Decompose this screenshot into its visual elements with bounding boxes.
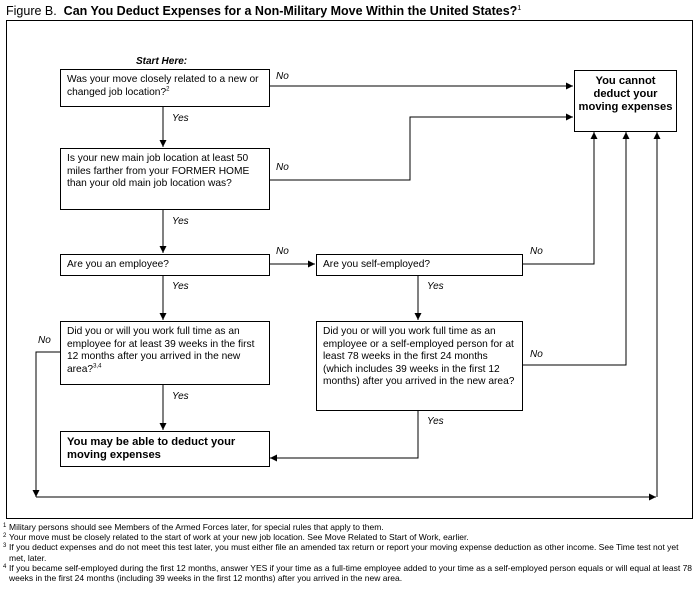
connector-q4-no	[522, 132, 598, 265]
label-no-q2: No	[276, 162, 289, 173]
footnote-number: 1	[3, 523, 7, 529]
label-yes-q2: Yes	[172, 216, 189, 227]
question-employee: Are you an employee?	[60, 254, 270, 276]
title-footnote-ref: 1	[517, 4, 522, 12]
connector-q6-no	[522, 132, 630, 366]
label-no-q3: No	[276, 246, 289, 257]
question-distance-test: Is your new main job location at least 5…	[60, 148, 270, 210]
footnote-text: Your move must be closely related to the…	[9, 532, 469, 543]
figure-title: Figure B. Can You Deduct Expenses for a …	[6, 4, 521, 18]
label-no-q5: No	[38, 335, 51, 346]
question-self-employed: Are you self-employed?	[316, 254, 523, 276]
footnote-text: Military persons should see Members of t…	[9, 522, 384, 532]
result-can-deduct: You may be able to deduct your moving ex…	[60, 431, 270, 467]
result-can-deduct-text: You may be able to deduct your moving ex…	[67, 436, 236, 461]
connector-q6-yes	[270, 410, 419, 462]
question-job-related-ref: 2	[166, 86, 170, 93]
result-cannot-deduct-text: You cannot deduct your moving expenses	[578, 75, 673, 113]
label-yes-q1: Yes	[172, 113, 189, 124]
label-no-q1: No	[276, 71, 289, 82]
label-no-q4: No	[530, 246, 543, 257]
question-job-related: Was your move closely related to a new o…	[60, 69, 270, 107]
label-yes-q5: Yes	[172, 391, 189, 402]
figure-label: Figure B.	[6, 4, 57, 18]
start-here-label: Start Here:	[136, 56, 188, 67]
connector-q5-no-left	[32, 351, 60, 497]
question-39-weeks-text: Did you or will you work full time as an…	[67, 326, 255, 375]
label-yes-q4: Yes	[427, 281, 444, 292]
question-78-weeks: Did you or will you work full time as an…	[316, 321, 523, 411]
question-distance-test-text: Is your new main job location at least 5…	[67, 153, 250, 190]
footnote-number: 3	[3, 543, 7, 550]
figure-title-text: Can You Deduct Expenses for a Non-Milita…	[63, 4, 518, 18]
footnote-number: 2	[3, 533, 7, 540]
question-39-weeks: Did you or will you work full time as an…	[60, 321, 270, 385]
question-78-weeks-text: Did you or will you work full time as an…	[323, 326, 515, 388]
question-self-employed-text: Are you self-employed?	[323, 259, 431, 270]
footnote-text: If you became self-employed during the f…	[9, 562, 693, 584]
question-39-weeks-ref: 3,4	[93, 363, 102, 370]
question-employee-text: Are you an employee?	[67, 259, 169, 270]
label-no-q6: No	[530, 349, 543, 360]
footnote-text: If you deduct expenses and do not meet t…	[9, 542, 679, 563]
label-yes-q3: Yes	[172, 281, 189, 292]
flowchart-frame	[6, 20, 693, 519]
question-job-related-text: Was your move closely related to a new o…	[67, 74, 259, 98]
footnote-number: 4	[3, 563, 7, 570]
result-cannot-deduct: You cannot deduct your moving expenses	[574, 70, 677, 132]
connector-q2-no	[269, 113, 573, 181]
label-yes-q6: Yes	[427, 416, 444, 427]
